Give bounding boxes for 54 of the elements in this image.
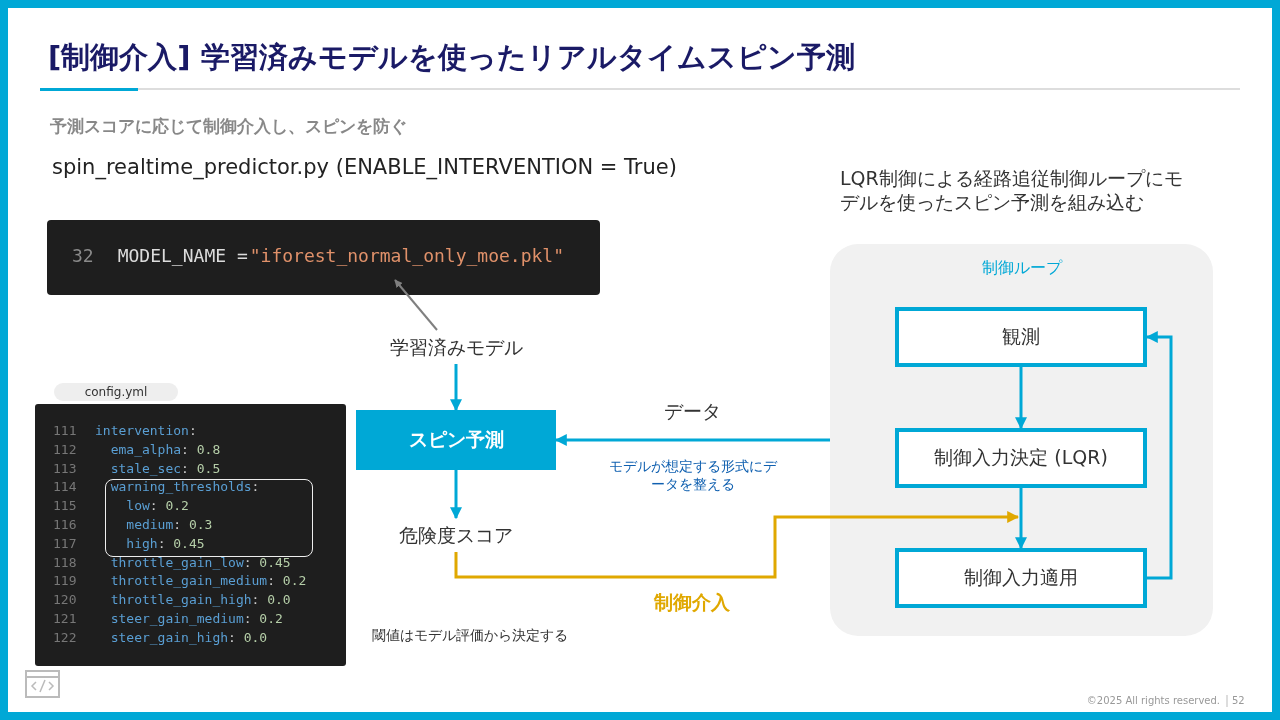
code-line: medium: 0.3 bbox=[125, 517, 213, 532]
line-number: 115 bbox=[53, 498, 77, 514]
process-box: スピン予測 bbox=[356, 410, 556, 470]
arrow bbox=[554, 434, 830, 446]
code-panel bbox=[47, 220, 600, 295]
process-box: 観測 bbox=[895, 307, 1147, 367]
line-number: 113 bbox=[53, 460, 77, 476]
page-number: 52 bbox=[1232, 695, 1246, 708]
code-line: ema_alpha: 0.8 bbox=[109, 441, 221, 457]
leader-line bbox=[394, 279, 438, 331]
code-panel bbox=[35, 404, 346, 666]
line-number: 111 bbox=[53, 423, 77, 438]
code-line: throttle_gain_medium: 0.2 bbox=[109, 573, 307, 589]
line-number: 114 bbox=[53, 479, 77, 495]
line-number: 120 bbox=[53, 592, 77, 608]
arrow bbox=[450, 364, 462, 412]
code-line: throttle_gain_high: 0.0 bbox=[109, 592, 291, 608]
arrow bbox=[1145, 331, 1173, 580]
line-number: 117 bbox=[53, 535, 77, 551]
file-name-tab: config.yml bbox=[54, 383, 178, 401]
code-line: stale_sec: 0.5 bbox=[109, 460, 221, 476]
edge-note: モデルが想定する形式にデータを整える bbox=[607, 458, 779, 493]
arrow bbox=[1015, 367, 1027, 430]
process-box: 制御入力決定 (LQR) bbox=[895, 428, 1147, 488]
code-line: steer_gain_medium: 0.2 bbox=[109, 611, 283, 626]
group-title: 制御ループ bbox=[980, 258, 1064, 279]
line-number: 118 bbox=[53, 554, 77, 570]
code-line: steer_gain_high: 0.0 bbox=[109, 629, 268, 645]
code-line: intervention: bbox=[95, 423, 197, 438]
group-panel bbox=[830, 244, 1213, 636]
subtitle: 予測スコアに応じて制御介入し、スピンを防ぐ bbox=[50, 116, 408, 138]
code-line: throttle_gain_low: 0.45 bbox=[109, 554, 291, 570]
line-number: 121 bbox=[53, 611, 77, 626]
code-line: low: 0.2 bbox=[125, 498, 189, 514]
line-number: 122 bbox=[53, 629, 77, 645]
arrow bbox=[1015, 488, 1027, 550]
line-number: 112 bbox=[53, 441, 77, 457]
code-line: warning_thresholds: bbox=[109, 479, 260, 495]
line-number: 32 bbox=[72, 245, 94, 266]
code-line: high: 0.45 bbox=[125, 535, 205, 551]
arrow bbox=[450, 470, 462, 520]
line-number: 119 bbox=[53, 573, 77, 589]
file-name: spin_realtime_predictor.py (ENABLE_INTERVENTION = True) bbox=[52, 154, 678, 181]
note-text: 閾値はモデル評価から決定する bbox=[372, 627, 569, 645]
flow-text: 学習済みモデル bbox=[370, 330, 542, 364]
code-text: MODEL_NAME = bbox=[117, 245, 248, 266]
flow-text: 危険度スコア bbox=[380, 518, 532, 552]
code-text: "iforest_normal_only_moe.pkl" bbox=[249, 245, 564, 266]
slide-title: [制御介入] 学習済みモデルを使ったリアルタイムスピン予測 bbox=[48, 39, 855, 76]
arrow bbox=[454, 511, 1020, 579]
process-box: 制御入力適用 bbox=[895, 548, 1147, 608]
line-number: 116 bbox=[53, 517, 77, 532]
note-text: LQR制御による経路追従制御ループにモデルを使ったスピン予測を組み込む bbox=[840, 167, 1184, 215]
copyright-text: ©2025 All rights reserved. bbox=[1085, 695, 1220, 708]
